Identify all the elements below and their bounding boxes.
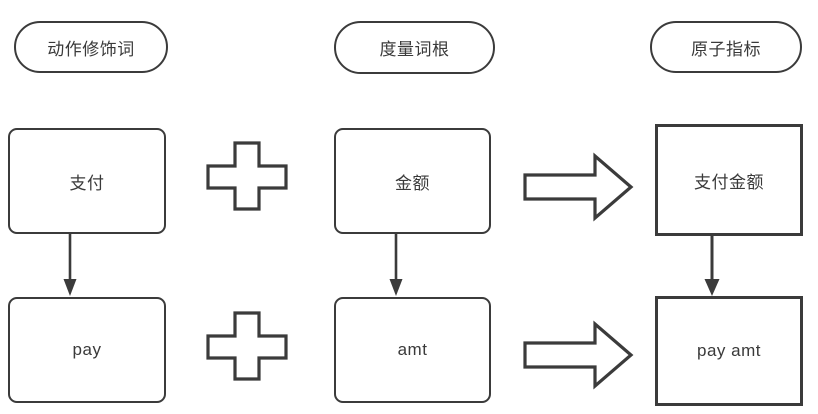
column-header-action-modifier: 动作修饰词 — [14, 21, 168, 73]
node-measure-root-cn: 金额 — [334, 128, 491, 234]
node-atomic-metric-en: pay amt — [655, 296, 803, 406]
column-header-measure-root: 度量词根 — [334, 21, 495, 74]
node-label: 金额 — [395, 173, 430, 193]
node-action-modifier-cn: 支付 — [8, 128, 166, 234]
node-label: 支付 — [69, 173, 105, 193]
column-header-atomic-metric: 原子指标 — [650, 21, 802, 73]
node-action-modifier-en: pay — [8, 297, 166, 403]
down-arrow-icon — [704, 234, 720, 296]
plus-sign-icon — [206, 311, 288, 381]
node-measure-root-en: amt — [334, 297, 491, 403]
column-header-label: 原子指标 — [691, 39, 761, 59]
node-atomic-metric-cn: 支付金额 — [655, 124, 803, 236]
node-label: amt — [397, 340, 428, 359]
node-label: pay amt — [697, 341, 761, 360]
node-label: 支付金额 — [694, 172, 764, 192]
down-arrow-icon — [389, 232, 403, 296]
down-arrow-icon — [63, 232, 77, 296]
plus-sign-icon — [206, 141, 288, 211]
column-header-label: 动作修饰词 — [47, 39, 135, 59]
column-header-label: 度量词根 — [379, 40, 450, 59]
node-label: pay — [72, 340, 102, 359]
right-arrow-icon — [523, 152, 634, 222]
right-arrow-icon — [523, 320, 634, 390]
